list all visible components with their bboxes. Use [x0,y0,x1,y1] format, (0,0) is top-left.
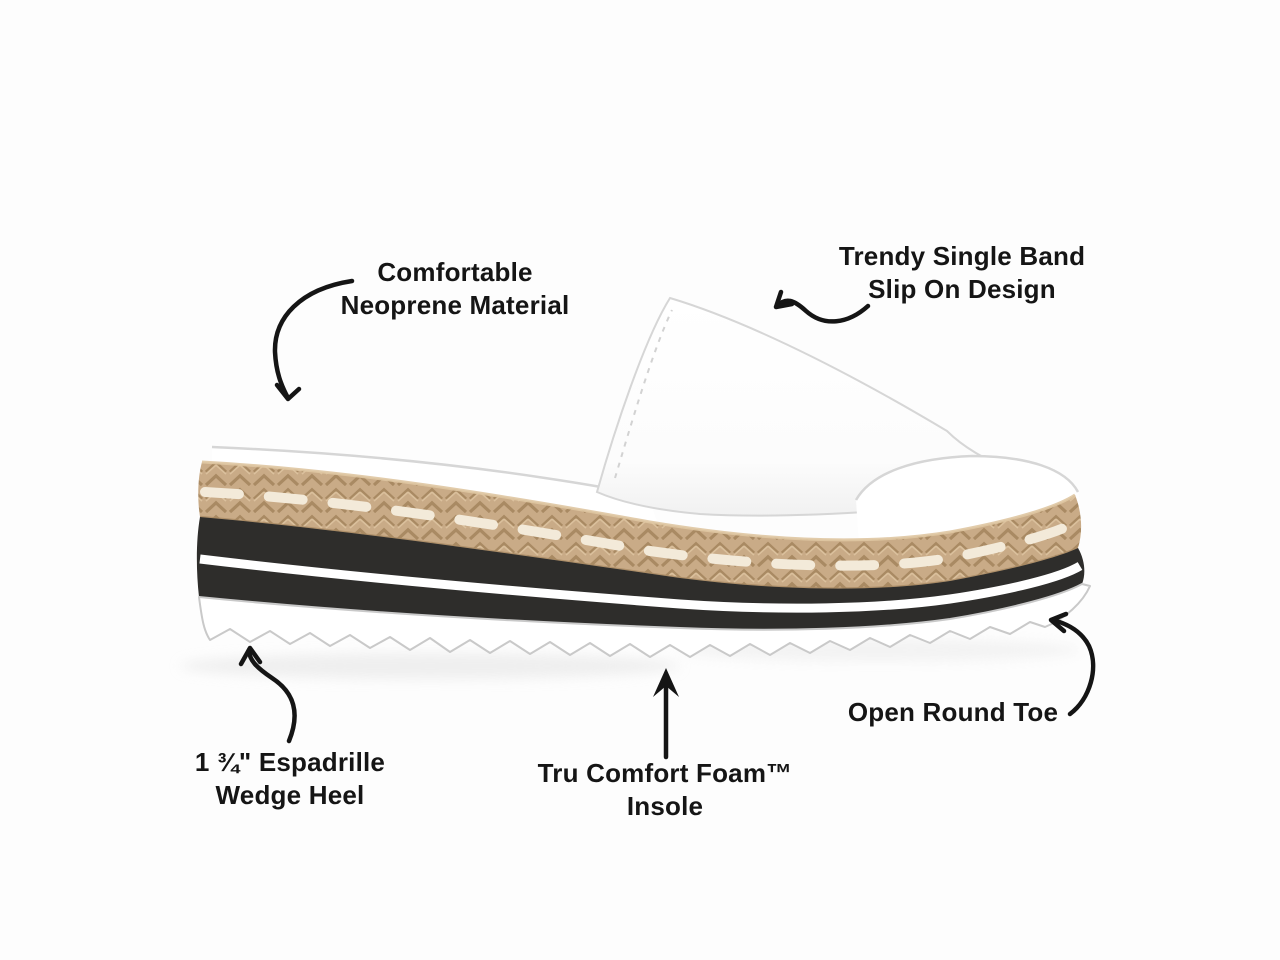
strap-stitch-seam [614,309,673,479]
neoprene-callout-arrow-icon [272,278,355,402]
midsole-white-pinstripe [199,554,1083,613]
jute-whip-stitching [200,487,1081,571]
sandal-wedge-midsole [196,517,1085,630]
callout-arrows [238,278,1096,760]
callout-heel-line2: Wedge Heel [215,780,365,810]
toe-pad-edge-line [854,454,1080,501]
callout-band: Trendy Single Band Slip On Design [839,240,1085,306]
toe-callout-arrow-icon [1048,611,1096,717]
white-sawtooth-outsole [198,583,1091,658]
callout-neoprene-line1: Comfortable [377,257,533,287]
callout-band-line2: Slip On Design [868,274,1056,304]
callout-insole: Tru Comfort Foam™ Insole [538,757,793,823]
callout-neoprene: Comfortable Neoprene Material [341,256,570,322]
callout-insole-line1: Tru Comfort Foam™ [537,758,793,788]
ground-shadow-heel [180,653,680,679]
insole-callout-arrow-icon [653,668,679,760]
callout-toe-line1: Open Round Toe [847,697,1059,727]
espadrille-jute-trim [198,460,1082,590]
callout-insole-line2: Insole [626,791,704,821]
jute-top-highlight [201,460,1076,542]
jute-braid-band [198,462,1082,589]
sandal-outsole [198,583,1091,658]
insole-arrowhead [653,668,679,697]
black-midsole-band [196,517,1085,630]
callout-heel-line1: 1 ¾" Espadrille [194,747,386,777]
callout-toe: Open Round Toe [848,696,1058,729]
callout-neoprene-line2: Neoprene Material [340,290,570,320]
band-callout-arrow-icon [773,289,871,324]
callout-heel: 1 ¾" Espadrille Wedge Heel [195,746,385,812]
callout-band-line1: Trendy Single Band [838,241,1086,271]
heel-callout-arrow-icon [238,645,297,744]
